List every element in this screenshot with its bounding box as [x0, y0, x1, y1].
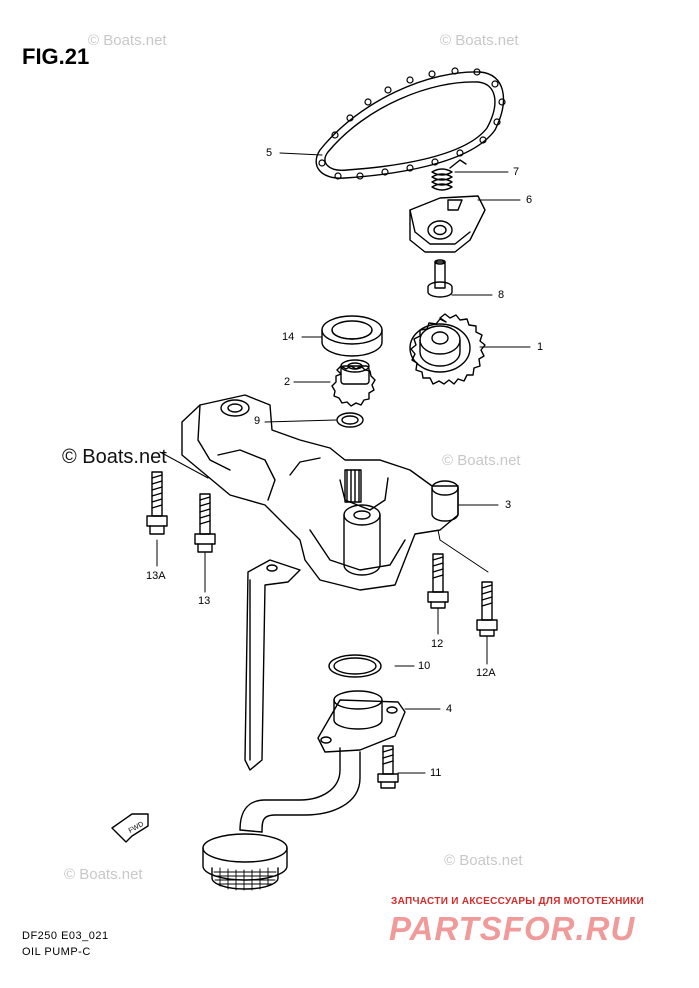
watermark: © Boats.net	[88, 32, 167, 49]
shop-logo: PARTSFOR.RU	[389, 910, 636, 947]
watermark: © Boats.net	[442, 452, 521, 469]
timing-chain	[315, 67, 506, 180]
watermark: © Boats.net	[62, 446, 167, 468]
drive-sprocket	[409, 313, 486, 385]
callout-13: 13	[198, 595, 211, 607]
watermark: © Boats.net	[64, 866, 143, 883]
o-ring	[336, 412, 364, 428]
strainer-o-ring	[328, 654, 382, 678]
shop-tagline: ЗАПЧАСТИ И АКСЕССУАРЫ ДЛЯ МОТОТЕХНИКИ	[391, 896, 644, 907]
oil-pump-body	[181, 394, 459, 591]
oil-strainer	[202, 559, 406, 891]
bolt-13	[194, 493, 216, 553]
bolt-11	[377, 745, 399, 789]
tensioner-spring	[431, 159, 467, 191]
figure-code: DF250 E03_021	[22, 930, 109, 942]
fwd-arrow	[111, 813, 149, 843]
callout-3: 3	[505, 499, 512, 511]
callout-8: 8	[498, 289, 505, 301]
chain-tensioner	[409, 195, 486, 253]
bolt-12a	[476, 581, 498, 637]
callout-1: 1	[537, 341, 544, 353]
callout-4: 4	[446, 703, 453, 715]
callout-12: 12	[431, 638, 444, 650]
oil-seal	[321, 315, 383, 357]
figure-title: FIG.21	[22, 44, 90, 69]
callout-12a: 12A	[476, 667, 496, 679]
callout-14: 14	[282, 331, 295, 343]
callout-5: 5	[266, 147, 273, 159]
callout-11: 11	[430, 767, 442, 779]
callout-13a: 13A	[146, 570, 166, 582]
bolt-13a	[146, 471, 168, 535]
callout-10: 10	[418, 660, 431, 672]
callout-2: 2	[284, 376, 291, 388]
watermark: © Boats.net	[440, 32, 519, 49]
pump-gear	[331, 359, 376, 407]
callout-9: 9	[254, 415, 261, 427]
leader-lines	[156, 152, 531, 774]
callout-7: 7	[513, 166, 520, 178]
bolt-12	[427, 553, 449, 609]
watermark: © Boats.net	[444, 852, 523, 869]
callout-6: 6	[526, 194, 533, 206]
pivot-bolt	[427, 259, 453, 298]
figure-name: OIL PUMP-C	[22, 946, 91, 958]
